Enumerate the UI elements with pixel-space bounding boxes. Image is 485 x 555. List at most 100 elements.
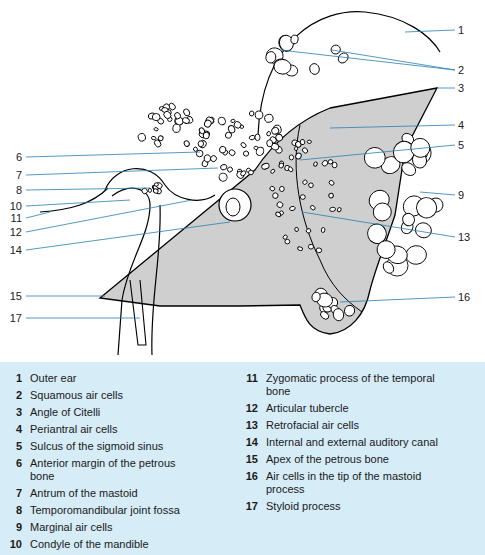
air-cell <box>275 211 282 217</box>
callout-number: 8 <box>2 184 22 196</box>
air-cell <box>151 136 156 140</box>
air-cell <box>285 239 290 244</box>
air-cell <box>310 205 316 211</box>
part-name: Retrofacial air cells <box>266 419 446 432</box>
legend-number: 17 <box>242 500 266 513</box>
air-cell <box>413 221 433 240</box>
callout-number: 13 <box>458 231 470 243</box>
leader-line <box>26 212 50 218</box>
air-cell <box>220 164 228 171</box>
air-cell <box>305 228 311 234</box>
air-cell <box>282 234 288 240</box>
part-name: Angle of Citelli <box>30 406 202 419</box>
callout-number: 10 <box>2 200 22 212</box>
part-name: Temporomandibular joint fossa <box>30 504 202 517</box>
part-name: Air cells in the tip of the mastoid proc… <box>266 470 446 496</box>
air-cell <box>240 170 247 177</box>
legend-row: 14Internal and external auditory canal <box>242 436 446 449</box>
air-cell <box>266 140 272 147</box>
air-cell <box>329 207 335 212</box>
air-cell <box>261 162 270 170</box>
air-cell <box>328 159 333 164</box>
air-cell <box>343 304 356 317</box>
air-cell <box>193 146 199 152</box>
air-cell <box>148 188 151 192</box>
legend-number: 9 <box>6 521 30 534</box>
air-cell <box>158 135 164 141</box>
legend-number: 4 <box>6 423 30 436</box>
air-cell <box>308 182 314 188</box>
air-cell <box>173 111 181 120</box>
legend-row: 12Articular tubercle <box>242 402 446 415</box>
legend-number: 2 <box>6 389 30 402</box>
legend-row: 6Anterior margin of the petrous bone <box>6 457 202 483</box>
part-name: Marginal air cells <box>30 521 202 534</box>
air-cell <box>405 245 427 266</box>
part-name: Zygomatic process of the temporal bone <box>266 372 446 398</box>
air-cell <box>279 186 284 192</box>
air-cell <box>255 111 264 120</box>
air-cell <box>203 119 212 128</box>
air-cell <box>137 133 146 142</box>
legend-number: 10 <box>6 538 30 551</box>
leader-line <box>405 30 455 32</box>
air-cell <box>337 207 342 212</box>
air-cell <box>182 117 190 125</box>
leader-line <box>26 200 130 206</box>
legend-panel: 1Outer ear2Squamous air cells3Angle of C… <box>0 362 485 555</box>
air-cell <box>153 188 159 194</box>
auditory-canal <box>219 189 251 221</box>
air-cell <box>321 227 325 232</box>
legend-row: 16Air cells in the tip of the mastoid pr… <box>242 470 446 496</box>
air-cell <box>228 149 236 157</box>
air-cell <box>289 155 293 160</box>
legend-row: 10Condyle of the mandible <box>6 538 202 551</box>
legend-number: 3 <box>6 406 30 419</box>
air-cell <box>227 166 234 173</box>
legend-row: 17Styloid process <box>242 500 446 513</box>
air-cell <box>407 134 434 161</box>
air-cell <box>309 63 321 76</box>
callout-number: 7 <box>2 169 22 181</box>
air-cell <box>255 134 260 141</box>
part-name: Periantral air cells <box>30 423 202 436</box>
leader-line <box>420 192 455 195</box>
leader-lines <box>26 30 455 318</box>
part-name: Antrum of the mastoid <box>30 487 202 500</box>
air-cell <box>290 35 299 45</box>
air-cell <box>308 244 313 249</box>
auditory-canal-inner <box>226 198 240 216</box>
air-cell <box>219 146 227 154</box>
legend-number: 16 <box>242 470 266 496</box>
leader-line <box>437 88 455 89</box>
petrous-bone <box>100 88 437 334</box>
air-cell <box>278 162 284 168</box>
air-cell <box>172 124 180 133</box>
part-name: Articular tubercle <box>266 402 446 415</box>
legend-number: 13 <box>242 419 266 432</box>
legend-number: 14 <box>242 436 266 449</box>
air-cell <box>300 194 306 199</box>
air-cell <box>295 152 303 160</box>
air-cell <box>370 199 395 224</box>
air-cell <box>233 120 242 129</box>
callout-number: 6 <box>2 151 22 163</box>
legend-row: 13Retrofacial air cells <box>242 419 446 432</box>
air-cell <box>265 51 277 64</box>
air-cell <box>203 132 210 139</box>
legend-row: 11Zygomatic process of the temporal bone <box>242 372 446 398</box>
callout-number: 5 <box>458 139 464 151</box>
callout-number: 17 <box>2 312 22 324</box>
legend-number: 7 <box>6 487 30 500</box>
air-cell <box>287 166 293 172</box>
part-name: Sulcus of the sigmoid sinus <box>30 440 202 453</box>
air-cell <box>270 168 276 174</box>
air-cell <box>243 151 249 157</box>
air-cell <box>311 291 321 302</box>
part-name: Squamous air cells <box>30 389 202 402</box>
air-cell <box>209 154 217 162</box>
air-cell <box>218 172 229 183</box>
air-cell <box>269 185 275 191</box>
air-cell <box>363 146 386 169</box>
air-cell <box>401 212 417 228</box>
